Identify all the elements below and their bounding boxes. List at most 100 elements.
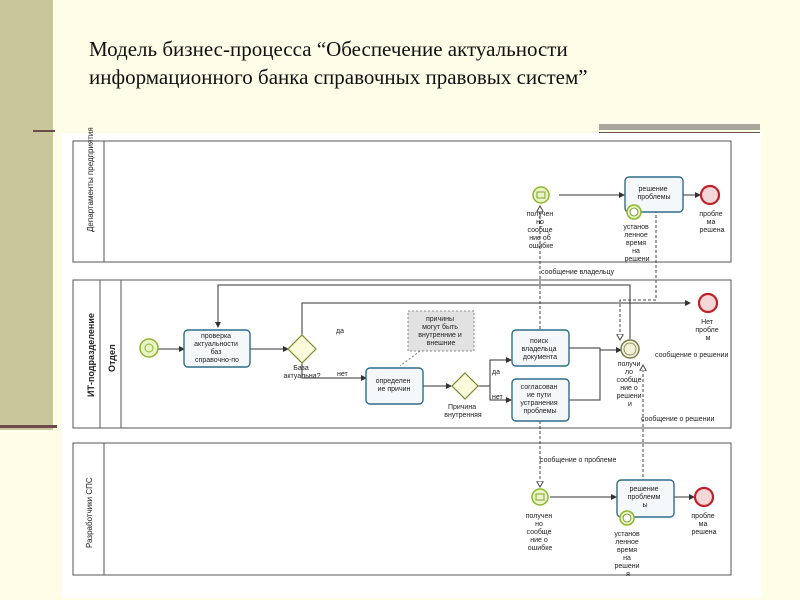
event-dep-timer-line-1: установ [623, 224, 649, 231]
event-it-received-line-1: получи [618, 361, 641, 368]
gateway-base-actual-line-2: актуальна? [283, 373, 320, 380]
event-dev-timer-line-6: я [626, 571, 630, 578]
end-event-no-problem: Нет пробле м [695, 292, 719, 342]
annotation-line-2: могут быть [422, 323, 458, 331]
task-agree-line-1: согласован [521, 384, 558, 391]
svg-text:получи ло сообще: получи ло сообще ние о решени и [616, 361, 643, 408]
event-dep-received-line-3: сообще [528, 226, 553, 234]
event-dev-timer-line-4: на [623, 555, 631, 562]
task-dep-solve: решение проблемы [624, 176, 684, 213]
event-dep-received: получен но сообще ние об ошибке [527, 186, 555, 250]
gateway-base-actual: База актуальна? [283, 334, 321, 380]
task-agree: согласован ие пути устранения проблемы [511, 378, 570, 422]
end-event-dep: пробле ма решена [699, 184, 725, 234]
divider-right-bar [599, 124, 760, 130]
lane-label-otdel: Отдел [107, 344, 117, 372]
svg-text:пробле ма решена: пробле ма решена [699, 210, 724, 234]
svg-text:решение проблемы: решение проблемы [637, 186, 670, 201]
svg-text:База актуальна?: База актуальна? [283, 365, 320, 380]
message-flows [540, 205, 657, 487]
end-event-dev-line-3: решена [691, 529, 716, 536]
message-label-problem: сообщение о проблеме [540, 456, 616, 464]
title-line-1: Модель бизнес-процесса “Обеспечение акту… [89, 37, 568, 61]
task-agree-line-3: устранения [520, 400, 557, 407]
svg-text:поиск владельца до: поиск владельца документа [522, 338, 559, 361]
event-dev-received-line-3: сообще [527, 528, 552, 536]
pool-departments: Департаменты предприятия [72, 127, 732, 263]
end-event-no-problem-line-3: м [706, 335, 711, 342]
event-it-received-line-2: ло [625, 369, 633, 376]
event-dep-timer-line-2: ленное [624, 232, 648, 239]
gateway-base-actual-line-1: База [293, 365, 309, 372]
task-dev-solve-line-1: решение [630, 486, 659, 493]
svg-text:решение проблемм ы: решение проблемм ы [628, 486, 663, 509]
task-dep-solve-line-1: решение [639, 186, 668, 193]
event-it-received-line-5: решени [616, 393, 641, 400]
task-define-line-1: определен [376, 378, 411, 385]
event-dev-received-line-2: но [535, 521, 543, 528]
sidebar-divider [0, 425, 57, 428]
event-dev-received-line-1: получен [526, 513, 553, 520]
title-line-2: информационного банка справочных правовы… [89, 65, 588, 89]
event-dev-timer-line-2: ленное [615, 539, 639, 546]
message-label-owner: сообщение владельцу [541, 268, 615, 276]
event-it-received-line-3: сообще [617, 376, 642, 384]
task-search: поиск владельца документа [511, 329, 570, 367]
gateway-internal-cause: Причина внутренняя [444, 372, 482, 419]
end-event-no-problem-line-1: Нет [701, 319, 714, 326]
end-event-dep-line-1: пробле [699, 210, 722, 218]
flow-label-yes-1: да [336, 328, 344, 335]
event-dep-timer: установ ленное время на решени [623, 204, 650, 263]
event-it-received: получи ло сообще ние о решени и [616, 339, 643, 408]
svg-text:согласован ие пути: согласован ие пути устранения проблемы [520, 384, 559, 415]
event-dev-timer-line-3: время [617, 547, 637, 554]
lane-label-developers: Разработчики СПС [85, 477, 94, 548]
flow-label-no-2: нет [492, 394, 504, 401]
annotation-reasons: причины могут быть внутренние и внешние [399, 310, 475, 367]
annotation-line-3: внутренние и [418, 332, 462, 339]
sequence-flows [158, 192, 701, 500]
annotation-line-1: причины [426, 316, 454, 323]
event-dev-received: получен но сообще ние о ошибке [526, 488, 554, 552]
flow-label-no-1: нет [337, 371, 349, 378]
end-event-dep-line-3: решена [699, 227, 724, 234]
annotation-line-4: внешние [427, 340, 456, 347]
task-agree-line-2: ие пути [527, 392, 551, 399]
event-dev-timer-line-5: решени [614, 563, 639, 570]
message-label-solution-2: сообщение о решении [641, 415, 714, 423]
task-check: проверка актуальности баз справочно-по [183, 329, 251, 368]
task-check-line-1: проверка [201, 333, 231, 340]
svg-text:определен ие причин: определен ие причин [376, 378, 413, 393]
svg-text:Причина внутренняя: Причина внутренняя [444, 404, 482, 419]
event-dep-received-line-4: ние об [529, 234, 551, 242]
lane-label-it: ИТ-подразделение [86, 313, 96, 397]
svg-text:установ ленное вре: установ ленное время на решени [623, 224, 650, 263]
end-event-dep-line-2: ма [707, 219, 716, 226]
event-dep-timer-line-3: время [626, 240, 646, 247]
flow-label-yes-2: да [492, 369, 500, 376]
svg-text:получен но сообще: получен но сообще ние об ошибке [527, 211, 555, 250]
lane-label-departments: Департаменты предприятия [86, 127, 95, 232]
event-dep-received-line-2: но [536, 219, 544, 226]
task-check-line-4: справочно-по [195, 357, 239, 364]
svg-text:получен но сообще: получен но сообще ние о ошибке [526, 513, 554, 552]
event-it-received-line-6: и [628, 401, 632, 408]
slide-sidebar [0, 0, 53, 430]
task-check-line-2: актуальности [194, 341, 238, 348]
end-event-dev: пробле ма решена [691, 486, 717, 536]
svg-text:установ ленное вре: установ ленное время на решени я [614, 531, 641, 578]
task-search-line-1: поиск [530, 338, 549, 345]
event-dev-timer: установ ленное время на решени я [614, 510, 641, 578]
message-label-solution-1: сообщение о решении [655, 351, 728, 359]
end-event-dev-line-2: ма [699, 521, 708, 528]
svg-text:проверка актуальности: проверка актуальности баз справочно-по [194, 333, 240, 364]
svg-text:причины могут быть: причины могут быть внутренние и внешние [418, 316, 463, 347]
task-dev-solve-line-3: ы [642, 502, 647, 509]
task-dep-solve-line-2: проблемы [637, 193, 670, 201]
event-dev-timer-line-1: установ [614, 531, 640, 538]
start-event [139, 338, 159, 358]
task-define: определен ие причин [365, 367, 424, 405]
divider-left [33, 130, 55, 132]
slide-title: Модель бизнес-процесса “Обеспечение акту… [89, 35, 769, 91]
